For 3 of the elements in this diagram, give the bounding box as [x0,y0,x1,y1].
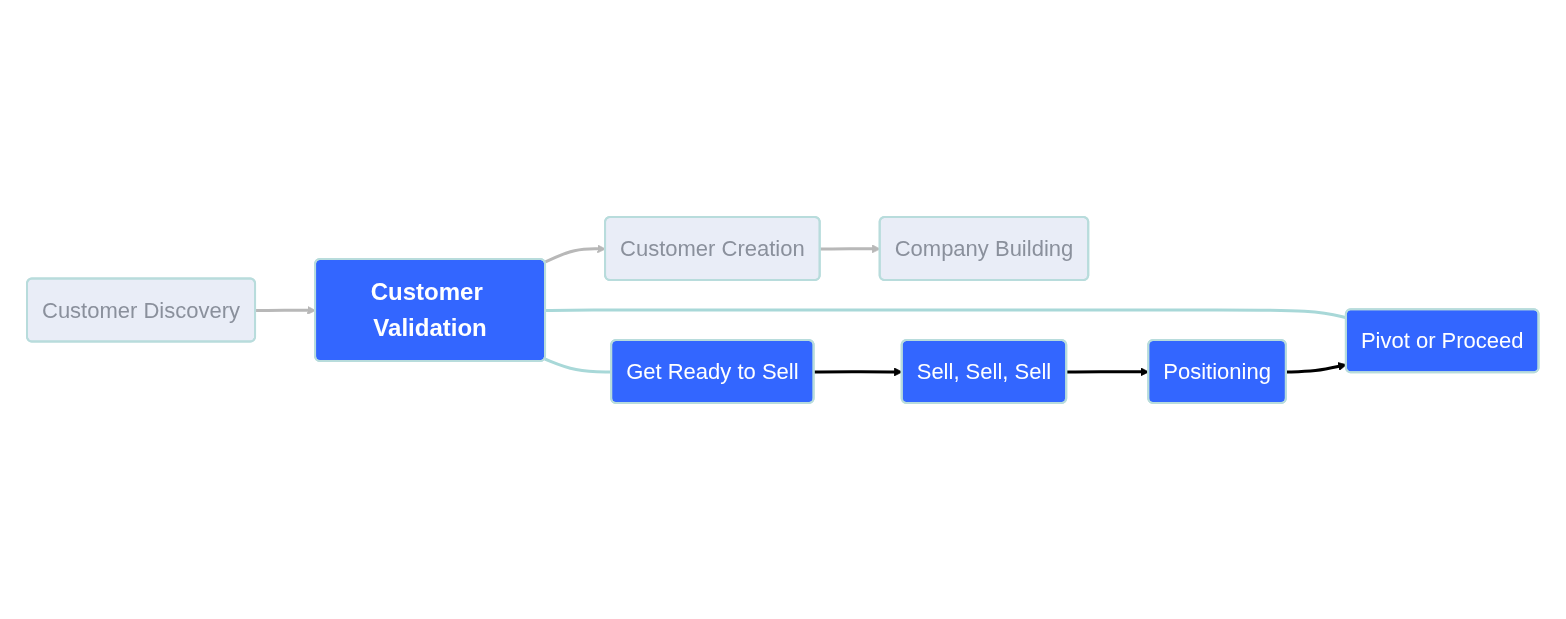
connector [545,308,1347,319]
arrow [1286,361,1347,373]
connector [544,357,612,373]
